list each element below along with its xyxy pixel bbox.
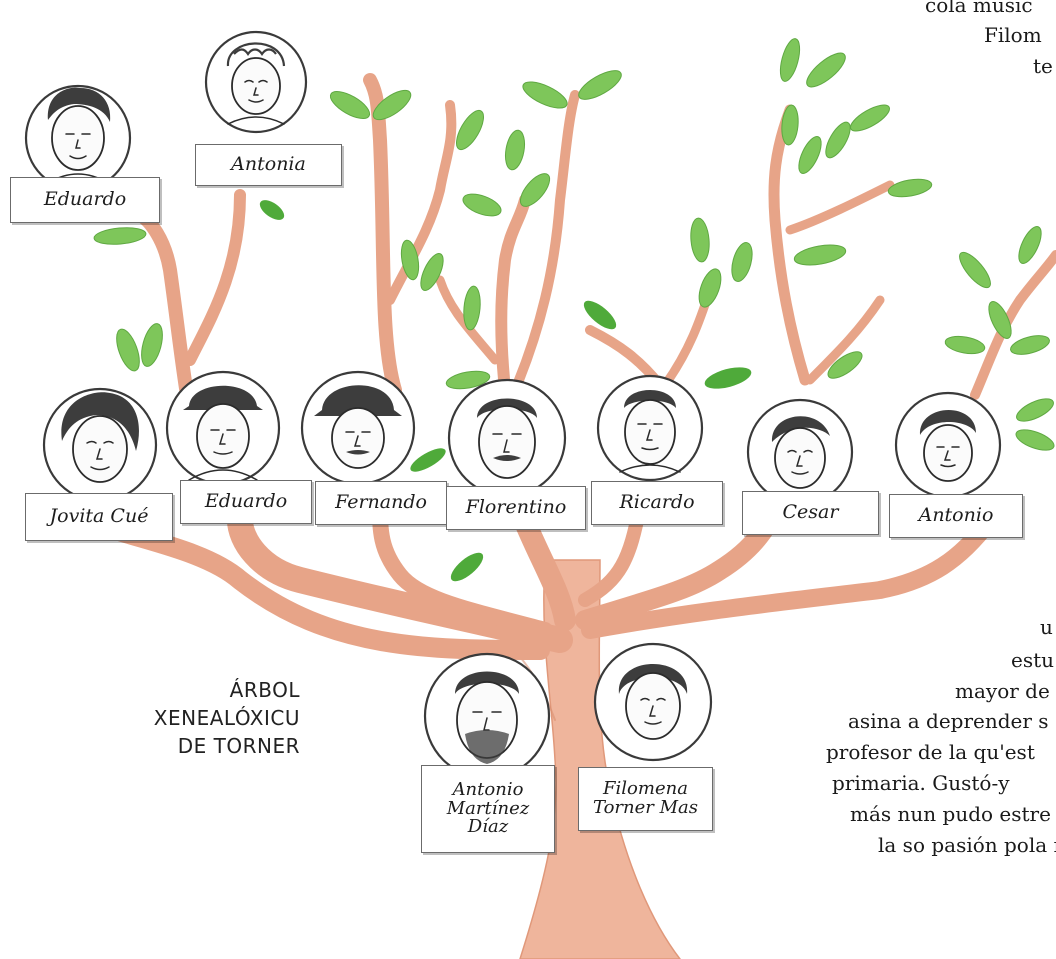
label-antonio-father-line2: Martínez [446, 797, 530, 819]
portrait-ricardo [596, 374, 704, 482]
portrait-fernando [300, 370, 416, 486]
label-filomena-line1: Filomena [603, 778, 688, 800]
caption-line-2: XENEALÓXICU [153, 706, 300, 730]
side-text-bottom-3: mayor de [955, 679, 1050, 703]
caption-line-3: DE TORNER [177, 734, 300, 758]
label-antonio-father: Antonio Martínez Díaz [421, 765, 555, 853]
tree-caption: ÁRBOL XENEALÓXICU DE TORNER [110, 676, 300, 760]
label-cesar: Cesar [742, 491, 879, 535]
side-text-bottom-4: asina a deprender s [848, 709, 1049, 733]
portrait-antonio-father [423, 652, 551, 780]
label-antonio: Antonio [889, 494, 1023, 538]
side-text-bottom-6: primaria. Gustó-y [832, 771, 1010, 795]
portrait-antonia-grandmother [204, 30, 308, 134]
portrait-florentino [447, 378, 567, 498]
label-filomena-line2: Torner Mas [592, 797, 699, 818]
side-text-bottom-7: más nun pudo estre [850, 802, 1051, 826]
side-text-top-3: te [1033, 54, 1053, 78]
label-antonio-father-line3: Díaz [467, 816, 509, 838]
side-text-bottom-1: u [1040, 615, 1053, 639]
side-text-bottom-8: la so pasión pola n [878, 833, 1056, 857]
label-florentino: Florentino [446, 486, 586, 530]
portrait-eduardo [165, 370, 281, 486]
caption-line-1: ÁRBOL [229, 678, 300, 702]
tree-leaves [93, 38, 1055, 582]
side-text-top-1: cola músic [925, 0, 1033, 17]
side-text-bottom-2: estu [1011, 648, 1055, 672]
label-filomena: Filomena Torner Mas [578, 767, 713, 831]
label-antonio-father-line1: Antonio [452, 778, 524, 800]
portrait-cesar [746, 398, 854, 506]
label-fernando: Fernando [315, 481, 447, 525]
label-antonia-grandmother: Antonia [195, 144, 342, 186]
side-text-top-2: Filom [984, 23, 1042, 47]
portrait-filomena [593, 642, 713, 762]
portrait-jovita [42, 387, 158, 503]
label-eduardo: Eduardo [180, 480, 312, 524]
label-jovita: Jovita Cué [25, 493, 173, 541]
label-ricardo: Ricardo [591, 481, 723, 525]
label-eduardo-grandfather: Eduardo [10, 177, 160, 223]
portrait-antonio [894, 391, 1002, 499]
portrait-eduardo-grandfather [24, 84, 132, 192]
side-text-bottom-5: profesor de la qu'est [826, 740, 1035, 764]
